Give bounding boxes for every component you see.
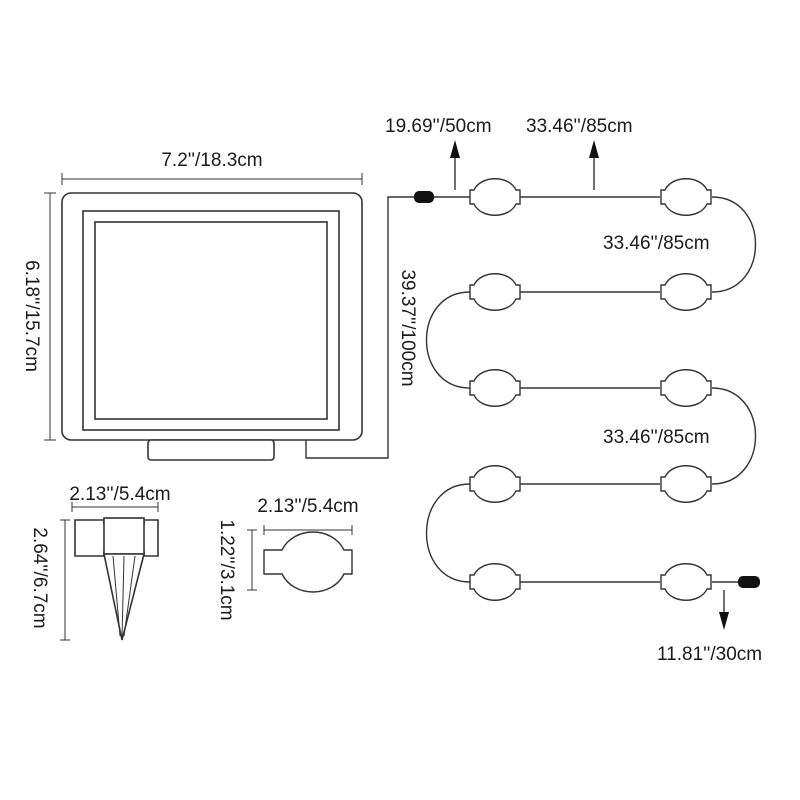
stake-height-dimension: 2.64''/6.7cm: [29, 519, 70, 641]
bulb-height-dimension: 1.22''/3.1cm: [216, 519, 257, 621]
light-string: [425, 196, 757, 583]
end-length-label: 11.81''/30cm: [657, 644, 762, 665]
bulb: [660, 563, 712, 601]
spacing-right-2-label: 33.46''/85cm: [603, 427, 710, 448]
bulb: [469, 369, 521, 407]
end-connector: [738, 576, 760, 588]
bulb-detail: [263, 531, 353, 593]
solar-panel: [61, 192, 363, 461]
main-cable: [305, 196, 414, 459]
stake-width-dimension: 2.13''/5.4cm: [69, 484, 171, 512]
bulb: [660, 465, 712, 503]
stake-width-label: 2.13''/5.4cm: [69, 484, 170, 505]
bulb-width-dimension: 2.13''/5.4cm: [257, 496, 359, 535]
ground-stake: [74, 517, 159, 641]
arrow-up-icon: [589, 140, 599, 190]
panel-height-dimension: 6.18''/15.7cm: [21, 192, 56, 441]
arrow-up-icon: [450, 140, 460, 190]
bulb: [469, 563, 521, 601]
bulb: [660, 178, 712, 216]
bulb-width-label: 2.13''/5.4cm: [257, 496, 358, 517]
panel-mount: [147, 439, 275, 461]
cable-length-label: 39.37''/100cm: [397, 269, 418, 386]
panel-width-dimension: 7.2''/18.3cm: [61, 150, 363, 185]
arrow-down-icon: [719, 590, 729, 630]
bulb: [469, 273, 521, 311]
panel-height-label: 6.18''/15.7cm: [21, 260, 42, 372]
stake-height-label: 2.64''/6.7cm: [29, 527, 50, 628]
start-connector: [414, 191, 434, 203]
bulb-height-label: 1.22''/3.1cm: [216, 519, 237, 620]
panel-inner-cell: [94, 221, 328, 420]
panel-width-label: 7.2''/18.3cm: [161, 150, 262, 171]
bulb: [660, 369, 712, 407]
spacing-right-1-label: 33.46''/85cm: [603, 233, 710, 254]
lead-length-label: 19.69''/50cm: [385, 116, 492, 137]
bulb: [469, 178, 521, 216]
bulb: [469, 465, 521, 503]
spacing-top-label: 33.46''/85cm: [526, 116, 633, 137]
bulb: [660, 273, 712, 311]
